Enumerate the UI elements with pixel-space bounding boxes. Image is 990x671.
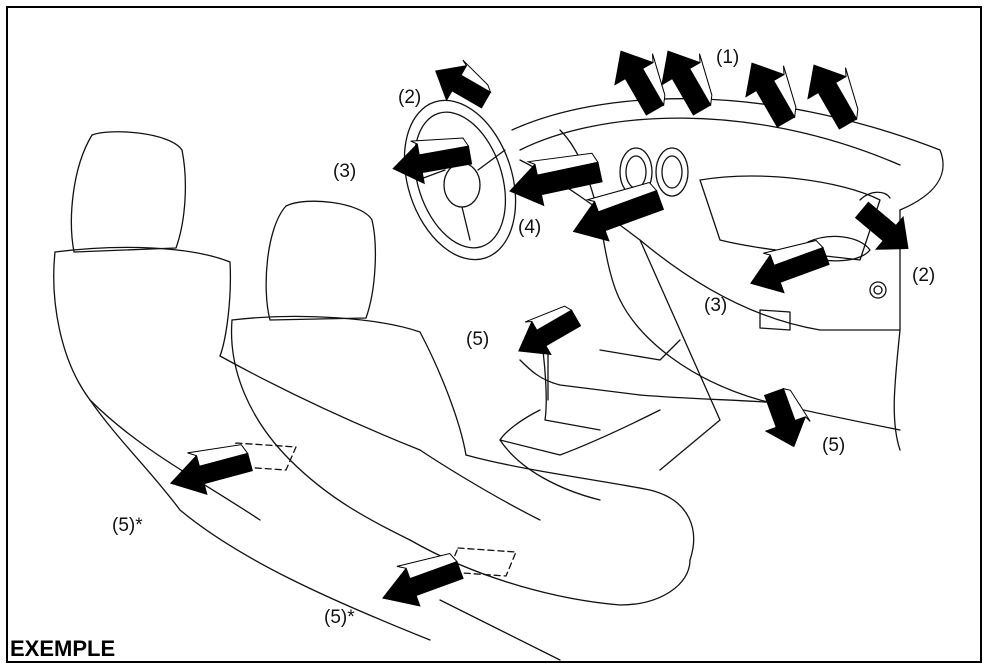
callout-5-floor: (5) (822, 435, 846, 456)
airflow-arrow-4b (572, 182, 665, 242)
callout-5-console: (5) (466, 329, 490, 350)
callout-2-left: (2) (398, 87, 422, 108)
rear-seat-outline (53, 131, 431, 641)
airflow-arrow-1a (614, 50, 666, 116)
callout-5-rear-2: (5)* (324, 607, 355, 628)
diagram-frame (6, 6, 982, 663)
airflow-arrow-3-left (392, 137, 473, 185)
airflow-arrow-4a (509, 152, 603, 207)
callout-3-left: (3) (333, 161, 357, 182)
airflow-arrow-2-right (854, 201, 909, 250)
airflow-arrow-5-console (518, 305, 582, 356)
dashboard-outline (511, 98, 944, 471)
airflow-arrow-1b (661, 50, 713, 116)
callout-1: (1) (716, 47, 740, 68)
center-console-outline (499, 329, 801, 501)
airflow-arrow-5-rear-2 (382, 552, 464, 607)
callout-2-right: (2) (912, 265, 936, 286)
airflow-arrow-3-right (750, 239, 830, 294)
airflow-arrow-1c (745, 62, 797, 128)
airflow-arrow-5-floor (763, 387, 811, 448)
front-seat-outline (230, 200, 695, 661)
callout-5-rear-1: (5)* (112, 515, 143, 536)
airflow-arrow-2-left (435, 59, 492, 109)
callout-3-right: (3) (704, 295, 728, 316)
callout-4: (4) (518, 217, 542, 238)
airflow-arrow-1d (807, 64, 859, 130)
steering-wheel-outline (403, 99, 517, 261)
airflow-arrow-5-rear-1 (169, 444, 253, 496)
caption-exemple: EXEMPLE (10, 636, 116, 661)
